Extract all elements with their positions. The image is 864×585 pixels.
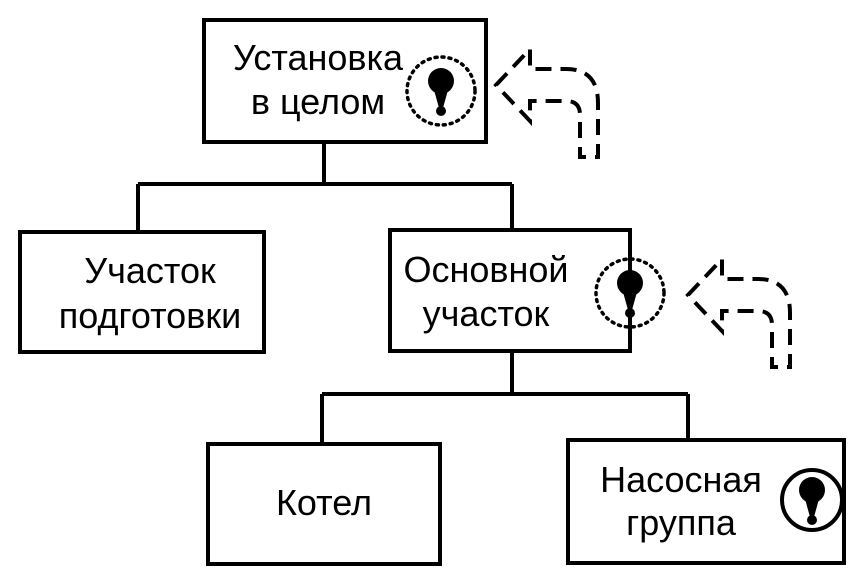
node-boiler-box: [206, 442, 442, 566]
node-prep: Участок подготовки: [18, 230, 266, 354]
node-plant-line2: в целом: [251, 81, 385, 122]
curved-return-arrow-icon: [686, 257, 792, 369]
node-main-box: [388, 228, 632, 353]
node-main: Основной участок: [388, 228, 666, 353]
dotted-ring-icon: [405, 55, 477, 127]
node-pump-line1: Насосная: [600, 459, 762, 500]
node-pump-box: [566, 438, 846, 565]
solid-ring-icon: [780, 468, 844, 532]
node-pump-line2: группа: [626, 502, 737, 543]
node-plant-line1: Установка: [233, 37, 404, 78]
connectors: [136, 142, 690, 444]
node-pump: Насосная группа: [566, 438, 846, 565]
node-boiler-label: Котел: [276, 482, 372, 523]
node-main-line2: участок: [423, 293, 550, 334]
node-main-line1: Основной: [403, 249, 568, 290]
node-prep-line1: Участок: [84, 250, 216, 291]
node-prep-line2: подготовки: [59, 295, 241, 336]
dotted-ring-icon: [594, 257, 666, 329]
node-boiler: Котел: [206, 442, 442, 566]
node-plant: Установка в целом: [202, 18, 488, 144]
node-prep-box: [18, 230, 266, 354]
curved-return-arrow-icon: [494, 47, 600, 159]
